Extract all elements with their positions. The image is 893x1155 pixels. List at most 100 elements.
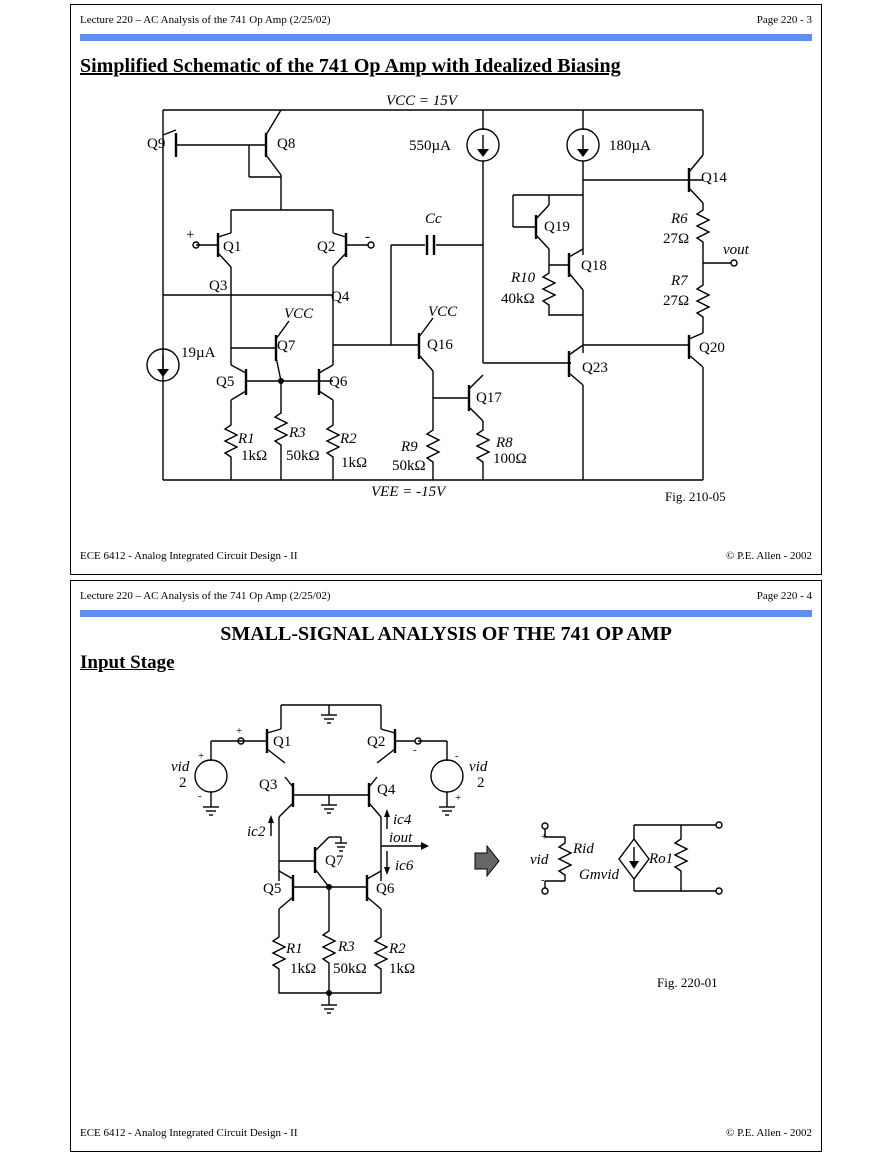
r3-name: R3	[288, 425, 306, 441]
figure-label: Fig. 220-01	[657, 975, 718, 990]
footer-course: ECE 6412 - Analog Integrated Circuit Des…	[80, 1127, 298, 1139]
q19-label: Q19	[544, 219, 570, 235]
q4-label: Q4	[331, 289, 350, 305]
q3-label: Q3	[209, 278, 227, 294]
r9-value: 50kΩ	[392, 458, 426, 474]
svg-text:R6: R6	[670, 211, 688, 227]
r6-value: 27Ω	[663, 231, 689, 247]
r7-value: 27Ω	[663, 293, 689, 309]
section-heading: Input Stage	[80, 652, 175, 673]
r3-name: R3	[337, 939, 355, 955]
q5-label: Q5	[216, 374, 234, 390]
r2-name: R2	[339, 431, 357, 447]
figure-label: Fig. 210-05	[665, 489, 726, 504]
vout-label: vout	[723, 242, 750, 258]
ic4-label: ic4	[393, 812, 412, 828]
r2-value: 1kΩ	[389, 961, 415, 977]
q7-label: Q7	[277, 338, 296, 354]
q16-label: Q16	[427, 337, 453, 353]
src2-minus: -	[455, 750, 459, 762]
svg-text:VCC = 15V: VCC = 15V	[386, 93, 459, 109]
q7-label: Q7	[325, 853, 344, 869]
q17-label: Q17	[476, 390, 502, 406]
r1-name: R1	[285, 941, 303, 957]
svg-text:R7: R7	[670, 273, 689, 289]
q1-label: Q1	[273, 734, 291, 750]
footer-copyright: © P.E. Allen - 2002	[726, 1127, 812, 1139]
r8-value: 100Ω	[493, 451, 527, 467]
arrow-right-icon	[474, 844, 500, 878]
svg-text:R8: R8	[495, 435, 513, 451]
src1-minus: -	[198, 790, 202, 802]
r10-name: R10	[510, 270, 536, 286]
q6-label: Q6	[376, 881, 395, 897]
svg-text:R2: R2	[388, 941, 406, 957]
q1-label: Q1	[223, 239, 241, 255]
two-right: 2	[477, 775, 485, 791]
q8-label: Q8	[277, 136, 295, 152]
r8-name: R8	[495, 435, 513, 451]
vid-left: vid	[171, 759, 190, 775]
src1-plus: +	[198, 750, 204, 762]
q2-label: Q2	[317, 239, 335, 255]
header-rule	[80, 34, 812, 41]
slide-page-220-4: Lecture 220 – AC Analysis of the 741 Op …	[70, 580, 822, 1152]
source-19ua: 19µA	[181, 345, 216, 361]
plus-in: +	[236, 725, 242, 737]
two-left: 2	[179, 775, 187, 791]
model-ro: Ro1	[648, 851, 673, 867]
model-rid: Rid	[572, 841, 594, 857]
model-minus: -	[541, 874, 545, 886]
q5-label: Q5	[263, 881, 281, 897]
header-rule	[80, 610, 812, 617]
ic2-label: ic2	[247, 824, 266, 840]
minus-input: -	[365, 229, 370, 245]
vcc-q16: VCC	[428, 304, 458, 320]
schematic-input-stage: + Q1 - Q2 + - vid 2 - + vid 2	[171, 704, 723, 1014]
schematic-741-op-amp: VCC = 15V VEE = -15V Q9 Q8 + Q1 - Q2	[146, 93, 750, 504]
iout-label: iout	[389, 830, 413, 846]
q18-label: Q18	[581, 258, 607, 274]
svg-text:R1: R1	[237, 431, 255, 447]
cc-label: Cc	[425, 211, 442, 227]
r3-value: 50kΩ	[333, 961, 367, 977]
r2-name: R2	[388, 941, 406, 957]
slide-header-left: Lecture 220 – AC Analysis of the 741 Op …	[80, 14, 331, 26]
q20-label: Q20	[699, 340, 725, 356]
r7-name: R7	[670, 273, 689, 289]
minus-in: -	[413, 744, 417, 756]
q2-label: Q2	[367, 734, 385, 750]
footer-course: ECE 6412 - Analog Integrated Circuit Des…	[80, 550, 298, 562]
q6-label: Q6	[329, 374, 348, 390]
page-number: Page 220 - 3	[756, 14, 812, 26]
slide-title: Simplified Schematic of the 741 Op Amp w…	[80, 55, 621, 77]
slide-title: SMALL-SIGNAL ANALYSIS OF THE 741 OP AMP	[220, 623, 672, 645]
r1-value: 1kΩ	[241, 448, 267, 464]
model-gm: Gmvid	[579, 867, 619, 883]
src2-plus: +	[455, 792, 461, 804]
q9-label: Q9	[147, 136, 165, 152]
r6-name: R6	[670, 211, 688, 227]
svg-text:R9: R9	[400, 439, 418, 455]
source-180ua: 180µA	[609, 138, 651, 154]
q23-label: Q23	[582, 360, 608, 376]
vee-label: VEE = -15V	[371, 484, 447, 500]
model-plus: +	[541, 831, 547, 843]
model-vid: vid	[530, 852, 549, 868]
source-550ua: 550µA	[409, 138, 451, 154]
slide-page-220-3: Lecture 220 – AC Analysis of the 741 Op …	[70, 4, 822, 575]
q14-label: Q14	[701, 170, 727, 186]
svg-text:VEE = -15V: VEE = -15V	[371, 484, 447, 500]
r9-name: R9	[400, 439, 418, 455]
r1-value: 1kΩ	[290, 961, 316, 977]
vid-right: vid	[469, 759, 488, 775]
vcc-label: VCC = 15V	[386, 93, 459, 109]
slide-header-left: Lecture 220 – AC Analysis of the 741 Op …	[80, 590, 331, 602]
ic6-label: ic6	[395, 858, 414, 874]
svg-text:R3: R3	[288, 425, 306, 441]
r3-value: 50kΩ	[286, 448, 320, 464]
page-number: Page 220 - 4	[756, 590, 812, 602]
svg-text:R3: R3	[337, 939, 355, 955]
r2-value: 1kΩ	[341, 455, 367, 471]
r1-name: R1	[237, 431, 255, 447]
